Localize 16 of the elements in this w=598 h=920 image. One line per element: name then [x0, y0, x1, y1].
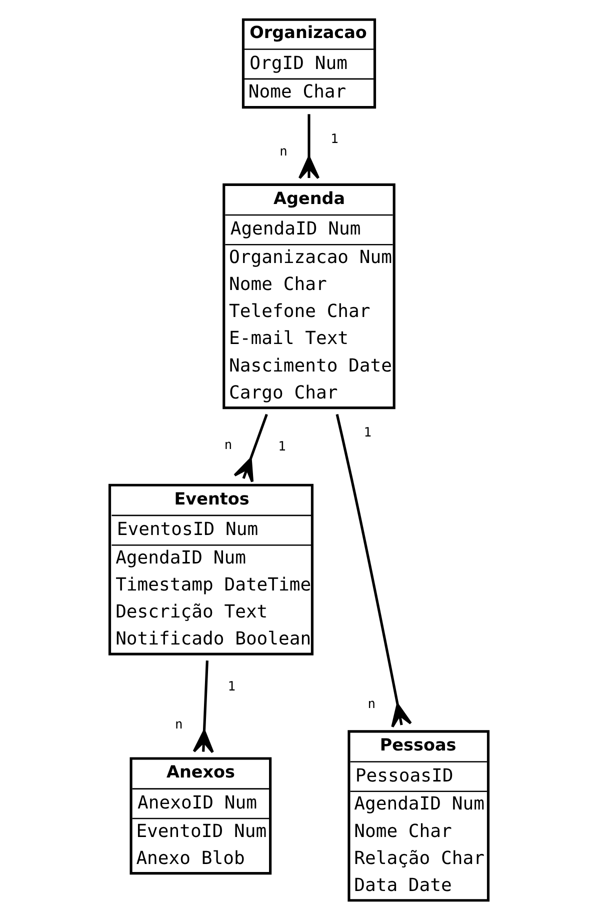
- label: 1: [278, 439, 286, 454]
- node-box: Pessoas PessoasID AgendaID Num Nome Char Relação Char Data Date: [348, 730, 490, 902]
- connector: [336, 414, 412, 728]
- label: n: [368, 697, 376, 712]
- node-box: Agenda AgendaID Num Organizacao Num Nome Char Telefone Char E-mail Text Nascimento Date Cargo Char: [222, 183, 396, 410]
- label: n: [175, 717, 183, 732]
- label: n: [280, 144, 288, 160]
- label: 1: [228, 679, 236, 694]
- connector: [234, 414, 268, 483]
- connector: [298, 114, 320, 180]
- label: 1: [330, 132, 338, 147]
- node-box: Organizacao OrgID Num Nome Char: [242, 18, 376, 109]
- label: n: [224, 438, 232, 453]
- label: 1: [364, 426, 372, 441]
- node-box: Anexos AnexoID Num EventoID Num Anexo Blob: [130, 757, 272, 875]
- connector: [192, 660, 214, 754]
